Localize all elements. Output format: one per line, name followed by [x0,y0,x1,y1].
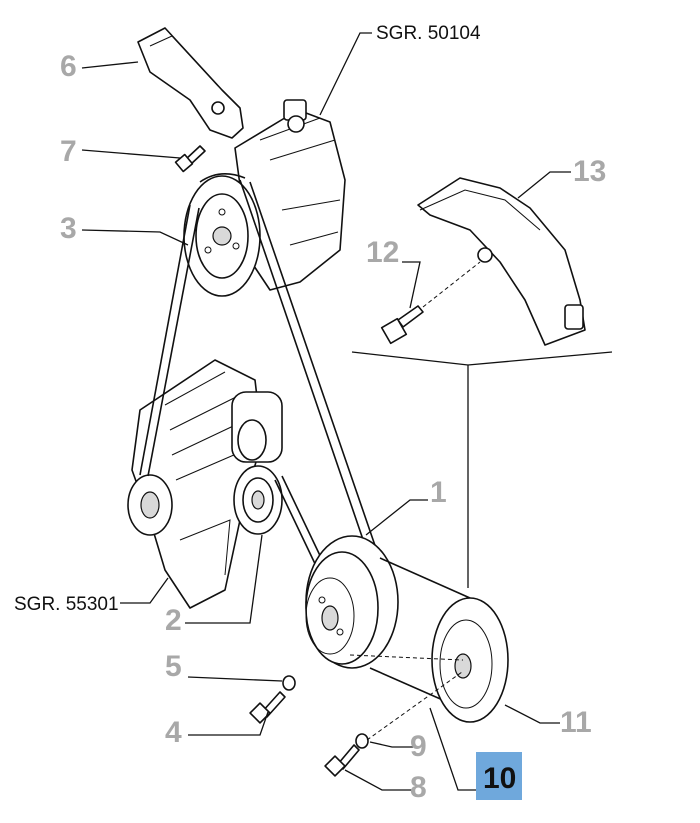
part-1-crank-pulley [305,535,399,669]
part-3-belt [139,173,381,571]
callout-8: 8 [410,771,427,804]
part-11-pulley-belt [369,557,509,723]
callout-9: 9 [410,730,427,763]
part-12-bolt [380,261,481,345]
part-2-tensioner-pulley [233,465,283,535]
callout-5: 5 [165,650,182,683]
part-13-cover [417,177,586,346]
callout-4: 4 [165,716,182,749]
callout-12: 12 [366,236,399,269]
part-7-bolt [174,145,206,173]
part-4-bolt [249,691,286,724]
leader-lines [81,32,571,791]
callout-11: 11 [560,706,592,739]
callout-7: 7 [60,135,77,168]
part-6-bracket [137,27,244,139]
callout-3: 3 [60,212,77,245]
compressor-assembly [183,99,346,297]
callout-sgr-55301: SGR. 55301 [14,594,119,615]
group-bracket [349,351,613,741]
callout-sgr-50104: SGR. 50104 [376,23,481,44]
callout-10: 10 [483,762,516,795]
callout-13: 13 [573,155,606,188]
callout-2: 2 [165,604,182,637]
part-8-bolt [324,744,360,777]
part-5-washer [282,675,296,691]
alternator-assembly [127,359,283,609]
callout-1: 1 [430,476,447,509]
callout-10-highlight[interactable]: 10 [476,752,522,800]
callout-6: 6 [60,50,77,83]
part-9-washer [355,733,369,749]
